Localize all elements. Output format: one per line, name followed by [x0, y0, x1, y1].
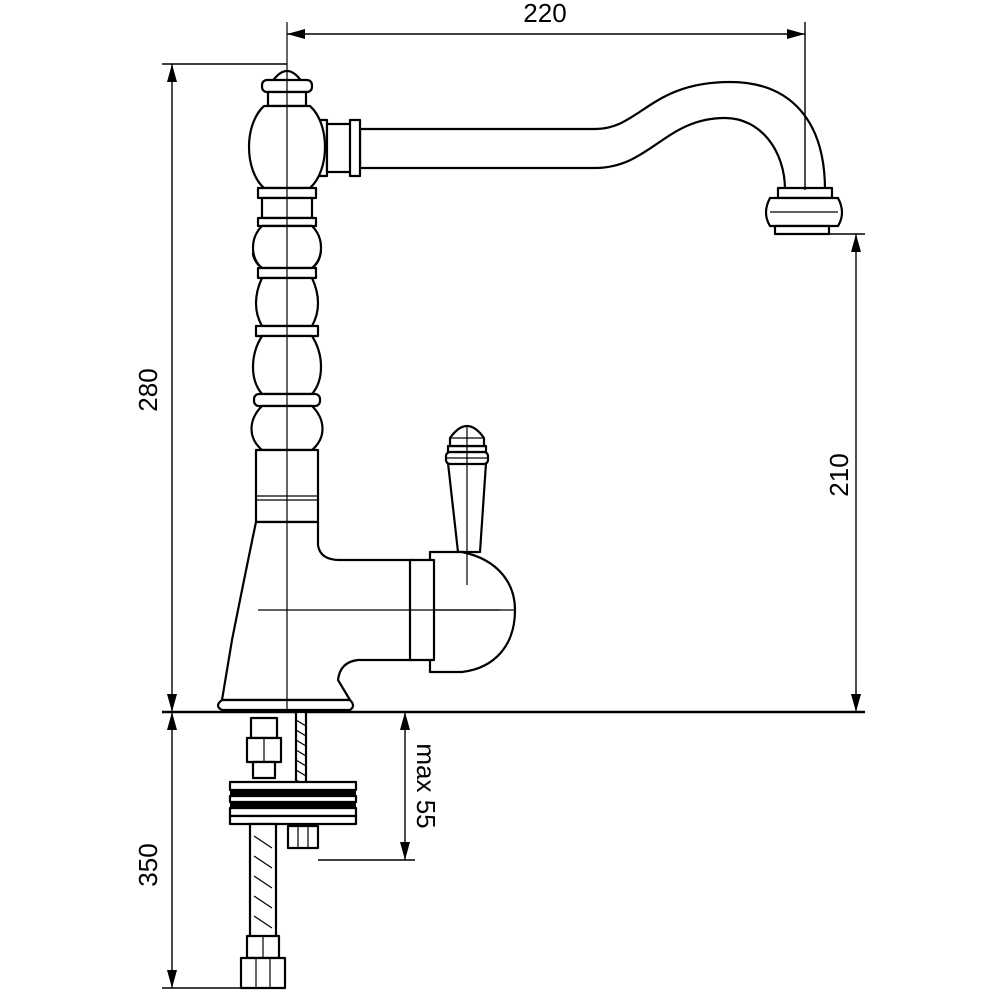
valve-housing — [408, 550, 517, 674]
dimension-label-210: 210 — [824, 453, 854, 496]
dimension-hose-length: 350 — [133, 712, 241, 989]
dimension-counter-thickness: max 55 — [318, 712, 441, 861]
spout — [358, 80, 844, 236]
under-counter-assembly — [228, 710, 358, 990]
dimension-label-280: 280 — [133, 368, 163, 411]
dimension-label-max-55: max 55 — [411, 743, 441, 828]
dimension-spout-reach: 220 — [287, 0, 806, 190]
dimension-total-height: 280 — [133, 63, 287, 712]
dimension-label-350: 350 — [133, 843, 163, 886]
dimension-label-220: 220 — [523, 0, 566, 28]
dimension-spout-height: 210 — [824, 233, 865, 712]
